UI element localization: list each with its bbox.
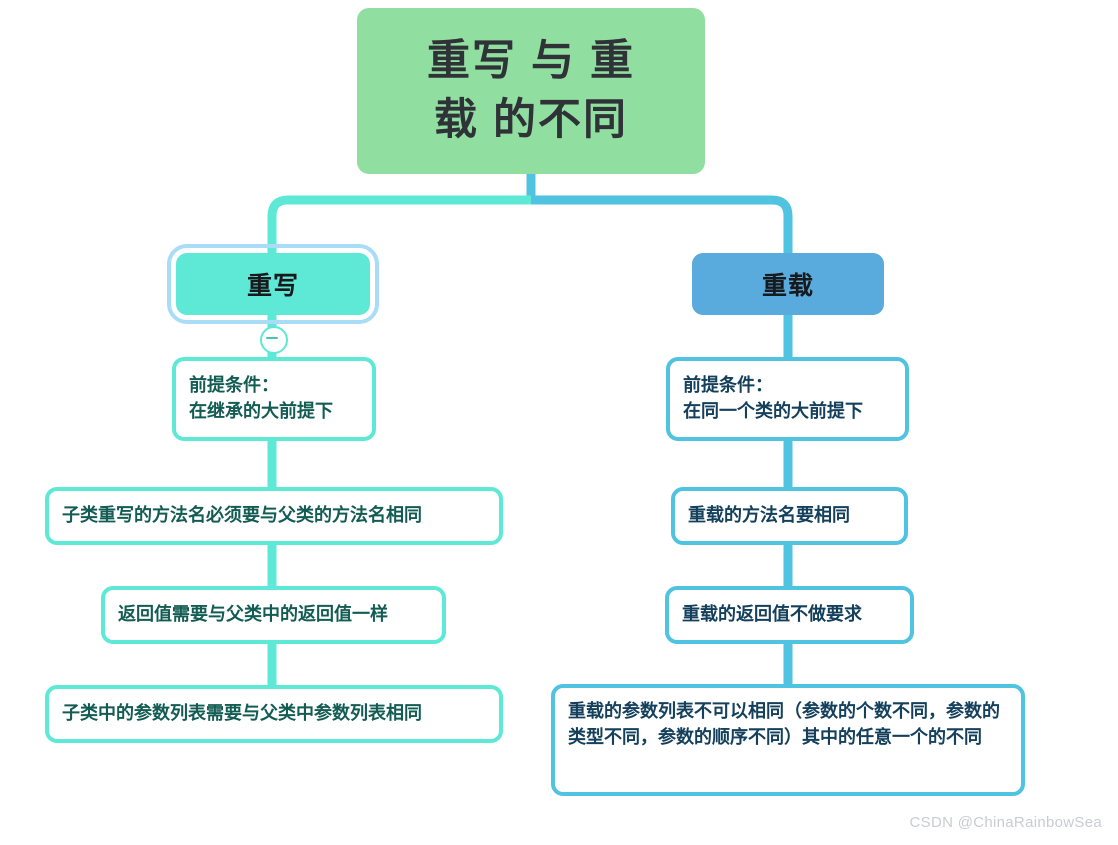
branch-node-overload[interactable]: 重载 bbox=[692, 253, 884, 315]
branch-node-override[interactable]: 重写 bbox=[167, 244, 379, 324]
leaf-node-overload-method-name[interactable]: 重载的方法名要相同 bbox=[671, 487, 908, 545]
watermark: CSDN @ChinaRainbowSea bbox=[909, 814, 1102, 831]
leaf-node-label: 子类重写的方法名必须要与父类的方法名相同 bbox=[62, 505, 422, 526]
leaf-node-override-return-type[interactable]: 返回值需要与父类中的返回值一样 bbox=[101, 586, 446, 644]
leaf-node-label: 重载的返回值不做要求 bbox=[682, 604, 862, 625]
leaf-node-label: 子类中的参数列表需要与父类中参数列表相同 bbox=[62, 703, 422, 724]
minus-circle-icon[interactable] bbox=[260, 326, 288, 354]
leaf-node-override-premise[interactable]: 前提条件： 在继承的大前提下 bbox=[172, 357, 376, 441]
branch-node-overload-label: 重载 bbox=[761, 272, 814, 300]
minus-glyph bbox=[266, 337, 278, 339]
branch-node-override-label: 重写 bbox=[246, 272, 299, 300]
root-node[interactable]: 重写 与 重 载 的不同 bbox=[357, 8, 705, 174]
leaf-node-overload-return-type[interactable]: 重载的返回值不做要求 bbox=[665, 586, 914, 644]
leaf-node-label: 重载的方法名要相同 bbox=[688, 505, 850, 526]
leaf-node-label: 前提条件： 在继承的大前提下 bbox=[189, 375, 333, 421]
leaf-node-overload-params[interactable]: 重载的参数列表不可以相同（参数的个数不同，参数的类型不同，参数的顺序不同）其中的… bbox=[551, 684, 1025, 796]
leaf-node-override-method-name[interactable]: 子类重写的方法名必须要与父类的方法名相同 bbox=[45, 487, 503, 545]
leaf-node-label: 前提条件： 在同一个类的大前提下 bbox=[683, 375, 863, 421]
root-node-label: 重写 与 重 载 的不同 bbox=[427, 36, 635, 144]
leaf-node-overload-premise[interactable]: 前提条件： 在同一个类的大前提下 bbox=[666, 357, 909, 441]
leaf-node-label: 返回值需要与父类中的返回值一样 bbox=[118, 604, 388, 625]
leaf-node-label: 重载的参数列表不可以相同（参数的个数不同，参数的类型不同，参数的顺序不同）其中的… bbox=[568, 701, 1000, 747]
leaf-node-override-params[interactable]: 子类中的参数列表需要与父类中参数列表相同 bbox=[45, 685, 503, 743]
